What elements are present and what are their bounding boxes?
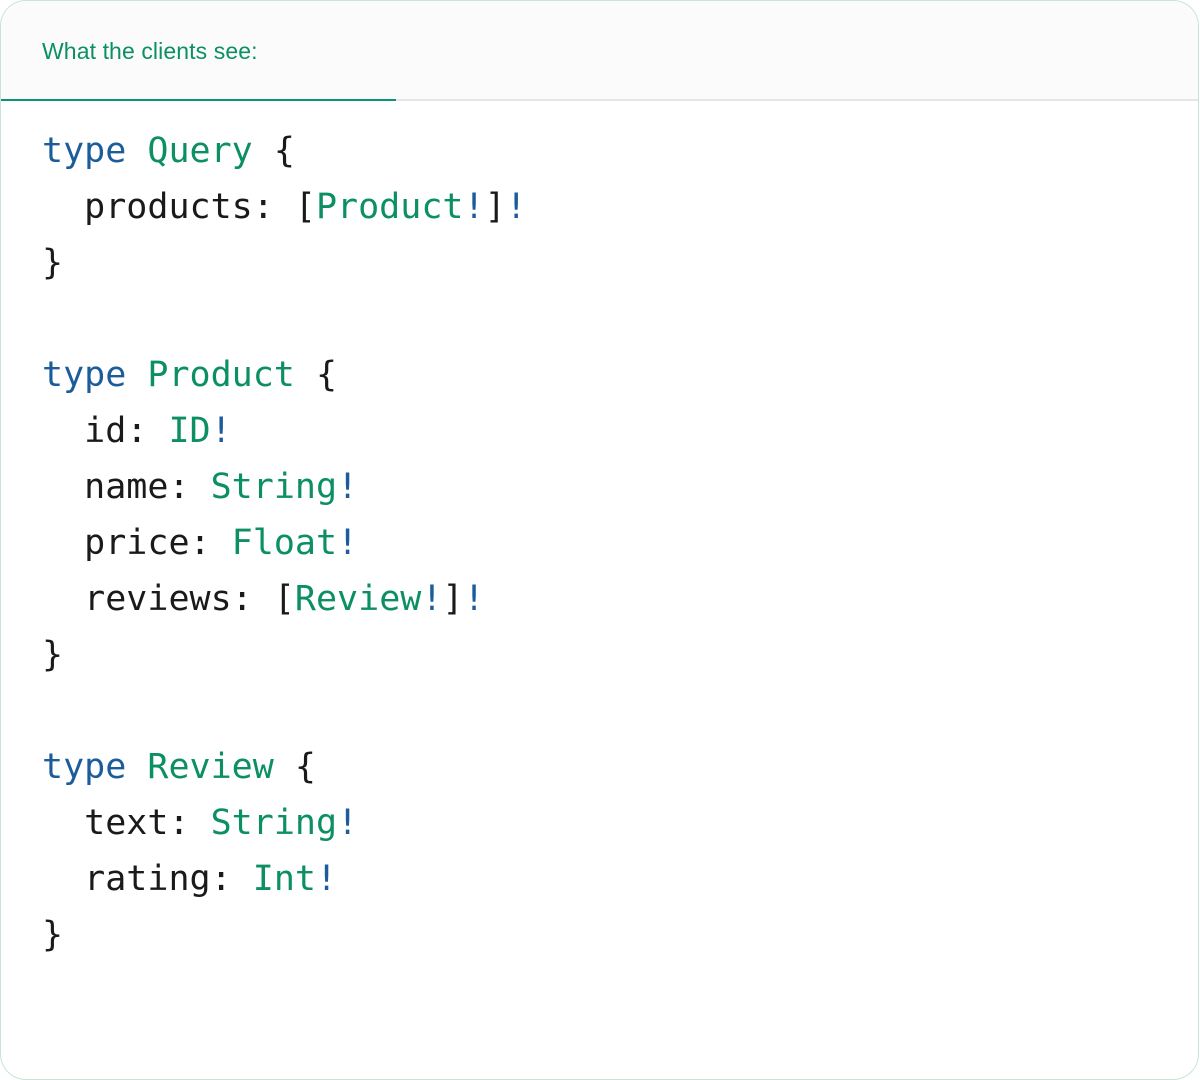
code-token-punctuation: } (42, 243, 64, 283)
code-token-keyword: type (42, 747, 127, 787)
code-token-field_name: id (84, 411, 127, 451)
code-token-non_null_bang: ! (463, 579, 485, 619)
code-token-field_name: reviews (84, 579, 232, 619)
code-token-keyword: type (42, 131, 127, 171)
code-token-type_name: Review (294, 579, 422, 619)
tab-label: What the clients see: (42, 37, 258, 64)
code-token-punctuation: [ (273, 579, 295, 619)
code-token-type_name: Query (147, 131, 253, 171)
code-token-field_name: products (84, 187, 253, 227)
code-token-non_null_bang: ! (337, 467, 359, 507)
code-token-type_name: Product (147, 355, 295, 395)
code-token-type_name: Int (252, 859, 316, 899)
graphql-schema-code[interactable]: type Query { products: [Product!]! } typ… (1, 123, 1198, 963)
code-token-punctuation: : (252, 187, 295, 227)
code-token-punctuation: ] (484, 187, 506, 227)
code-token-punctuation: : (210, 859, 253, 899)
code-token-type_name: String (210, 803, 338, 843)
code-token-punctuation: [ (294, 187, 316, 227)
code-token-field_name: name (84, 467, 169, 507)
code-token-non_null_bang: ! (337, 803, 359, 843)
code-token-type_name: Review (147, 747, 274, 787)
tab-bar: What the clients see: (1, 1, 1198, 103)
code-token-non_null_bang: ! (505, 187, 527, 227)
code-token-non_null_bang: ! (337, 523, 359, 563)
code-token-non_null_bang: ! (463, 187, 485, 227)
code-token-field_name: price (84, 523, 190, 563)
code-token-punctuation: : (126, 411, 169, 451)
code-token-punctuation: { (273, 131, 295, 171)
code-token-punctuation: ] (442, 579, 464, 619)
code-token-keyword: type (42, 355, 127, 395)
code-token-field_name: rating (84, 859, 211, 899)
code-token-punctuation: { (315, 355, 338, 395)
code-token-type_name: String (210, 467, 338, 507)
code-token-punctuation: : (168, 467, 211, 507)
code-token-punctuation: : (189, 523, 232, 563)
code-panel: type Query { products: [Product!]! } typ… (1, 101, 1198, 963)
code-token-punctuation: : (168, 803, 211, 843)
code-token-type_name: ID (168, 411, 211, 451)
code-token-type_name: Float (231, 523, 338, 563)
code-token-type_name: Product (315, 187, 464, 227)
tab-what-the-clients-see[interactable]: What the clients see: (1, 1, 396, 103)
code-token-punctuation: : (231, 579, 274, 619)
code-token-punctuation: } (42, 635, 64, 675)
code-token-non_null_bang: ! (421, 579, 443, 619)
code-token-non_null_bang: ! (210, 411, 232, 451)
code-token-punctuation: } (42, 915, 64, 955)
code-token-punctuation: { (294, 747, 316, 787)
code-token-non_null_bang: ! (315, 859, 338, 899)
code-token-field_name: text (84, 803, 169, 843)
